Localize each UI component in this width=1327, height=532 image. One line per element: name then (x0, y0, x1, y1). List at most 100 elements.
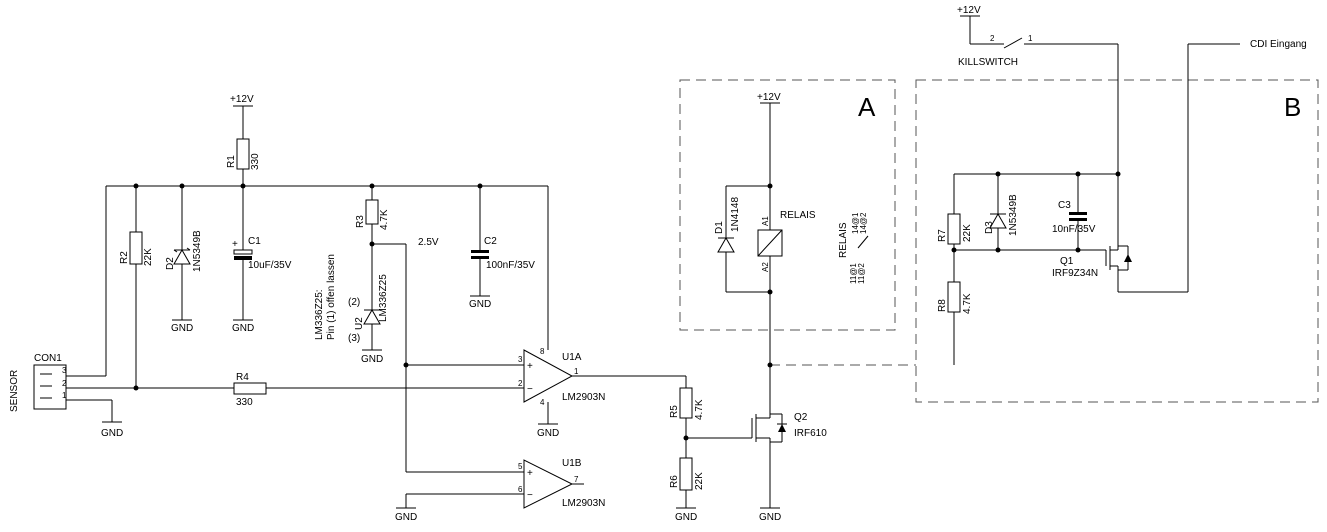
junction-dot (1075, 171, 1081, 177)
r5-resistor (679, 387, 693, 419)
d3-label: D3 (984, 221, 995, 234)
gnd-label-u2: GND (361, 354, 383, 365)
c2-capacitor-plate-bottom (471, 256, 489, 259)
u1a-pin4: 4 (540, 398, 545, 407)
q1-part: IRF9Z34N (1052, 268, 1098, 279)
u1b-label: U1B (562, 458, 582, 469)
relay-contact-switch (857, 235, 869, 249)
con1-label: CON1 (34, 353, 62, 364)
u2-pin3-label: (3) (348, 333, 360, 344)
u1b-pin5: 5 (518, 462, 523, 471)
box-a-label: A (858, 92, 876, 122)
ks-pin1: 1 (1028, 34, 1033, 43)
d2-value: 1N5349B (192, 230, 203, 272)
box-a (679, 79, 896, 331)
c1-capacitor-plate-bottom (234, 256, 252, 260)
q1-label: Q1 (1060, 256, 1074, 267)
r4-value: 330 (236, 397, 253, 408)
c2-value: 100nF/35V (486, 260, 535, 271)
junction-dot (995, 247, 1001, 253)
u1a-label: U1A (562, 352, 582, 363)
u1b-pin7: 7 (574, 475, 579, 484)
junction-dot (240, 183, 246, 189)
u1a-part: LM2903N (562, 392, 605, 403)
gnd-label-c1: GND (232, 323, 254, 334)
d2-zener-tip-right (186, 247, 191, 251)
r7-label: R7 (937, 229, 948, 242)
c3-capacitor-plate-top (1069, 212, 1087, 215)
junction-dot (133, 183, 139, 189)
c2-capacitor-plate-top (471, 250, 489, 253)
v12-label-a: +12V (757, 92, 781, 103)
u1a-plus: + (527, 361, 533, 372)
gnd-label-u1a: GND (537, 428, 559, 439)
con1-connector (33, 364, 67, 410)
killswitch-lever (1003, 37, 1023, 49)
r8-resistor (947, 281, 961, 313)
r4-resistor (233, 382, 267, 395)
c3-capacitor-plate-bottom (1069, 218, 1087, 221)
d3-value: 1N5349B (1008, 194, 1019, 236)
r3-value: 4.7K (379, 209, 390, 230)
u1a-minus: − (527, 384, 533, 395)
junction-dot (951, 247, 957, 253)
r6-resistor (679, 457, 693, 491)
r6-value: 22K (694, 472, 705, 490)
u1b-part: LM2903N (562, 498, 605, 509)
junction-dot (369, 183, 375, 189)
u1b-plus: + (527, 468, 533, 479)
v12-label-ks: +12V (957, 5, 981, 16)
gnd-label-c2: GND (469, 299, 491, 310)
gnd-label-r6: GND (675, 512, 697, 523)
con1-pin2-num: 2 (62, 379, 67, 388)
q1-body-diode (1124, 254, 1132, 262)
u1b-minus: − (527, 490, 533, 501)
relay-a2: A2 (761, 262, 770, 272)
ks-pin2: 2 (990, 34, 995, 43)
u1b-opamp (523, 459, 574, 509)
r1-value: 330 (250, 153, 261, 170)
v12-label-1: +12V (230, 94, 254, 105)
relay-pin-14-2: 14@2 (859, 212, 868, 234)
c3-value: 10nF/35V (1052, 224, 1096, 235)
u2-note-line2: Pin (1) offen lassen (326, 254, 337, 340)
junction-dot (767, 362, 773, 368)
killswitch-label: KILLSWITCH (958, 57, 1018, 68)
junction-dot (403, 362, 409, 368)
v25-label: 2.5V (418, 237, 439, 248)
junction-dot (767, 183, 773, 189)
c1-capacitor-plate-top (233, 249, 253, 255)
c3-label: C3 (1058, 200, 1071, 211)
relay-pin-14-1: 14@1 (851, 212, 860, 234)
gnd-label-d2: GND (171, 323, 193, 334)
c1-label: C1 (248, 236, 261, 247)
r3-label: R3 (355, 215, 366, 228)
gnd-label-q2: GND (759, 512, 781, 523)
u1a-pin1: 1 (574, 367, 579, 376)
junction-dot (1115, 171, 1121, 177)
junction-dot (369, 241, 375, 247)
r2-value: 22K (143, 248, 154, 266)
d1-label: D1 (714, 221, 725, 234)
r2-resistor (129, 231, 143, 265)
u2-value: LM336Z25 (378, 274, 389, 322)
junction-dot (767, 289, 773, 295)
d1-value: 1N4148 (730, 197, 741, 232)
r4-label: R4 (236, 372, 249, 383)
q2-label: Q2 (794, 412, 808, 423)
r5-value: 4.7K (694, 399, 705, 420)
u1a-pin8: 8 (540, 347, 545, 356)
sensor-label: SENSOR (9, 370, 20, 412)
r1-label: R1 (226, 155, 237, 168)
u2-note-line1: LM336Z25: (314, 289, 325, 340)
r3-resistor (365, 199, 379, 225)
c2-label: C2 (484, 236, 497, 247)
con1-pin3-num: 3 (62, 366, 67, 375)
relay-pin-11-1: 11@1 (849, 263, 858, 284)
r7-resistor (947, 213, 961, 245)
r7-value: 22K (962, 224, 973, 242)
junction-dot (683, 435, 689, 441)
r6-label: R6 (669, 475, 680, 488)
r1-resistor (236, 138, 250, 170)
